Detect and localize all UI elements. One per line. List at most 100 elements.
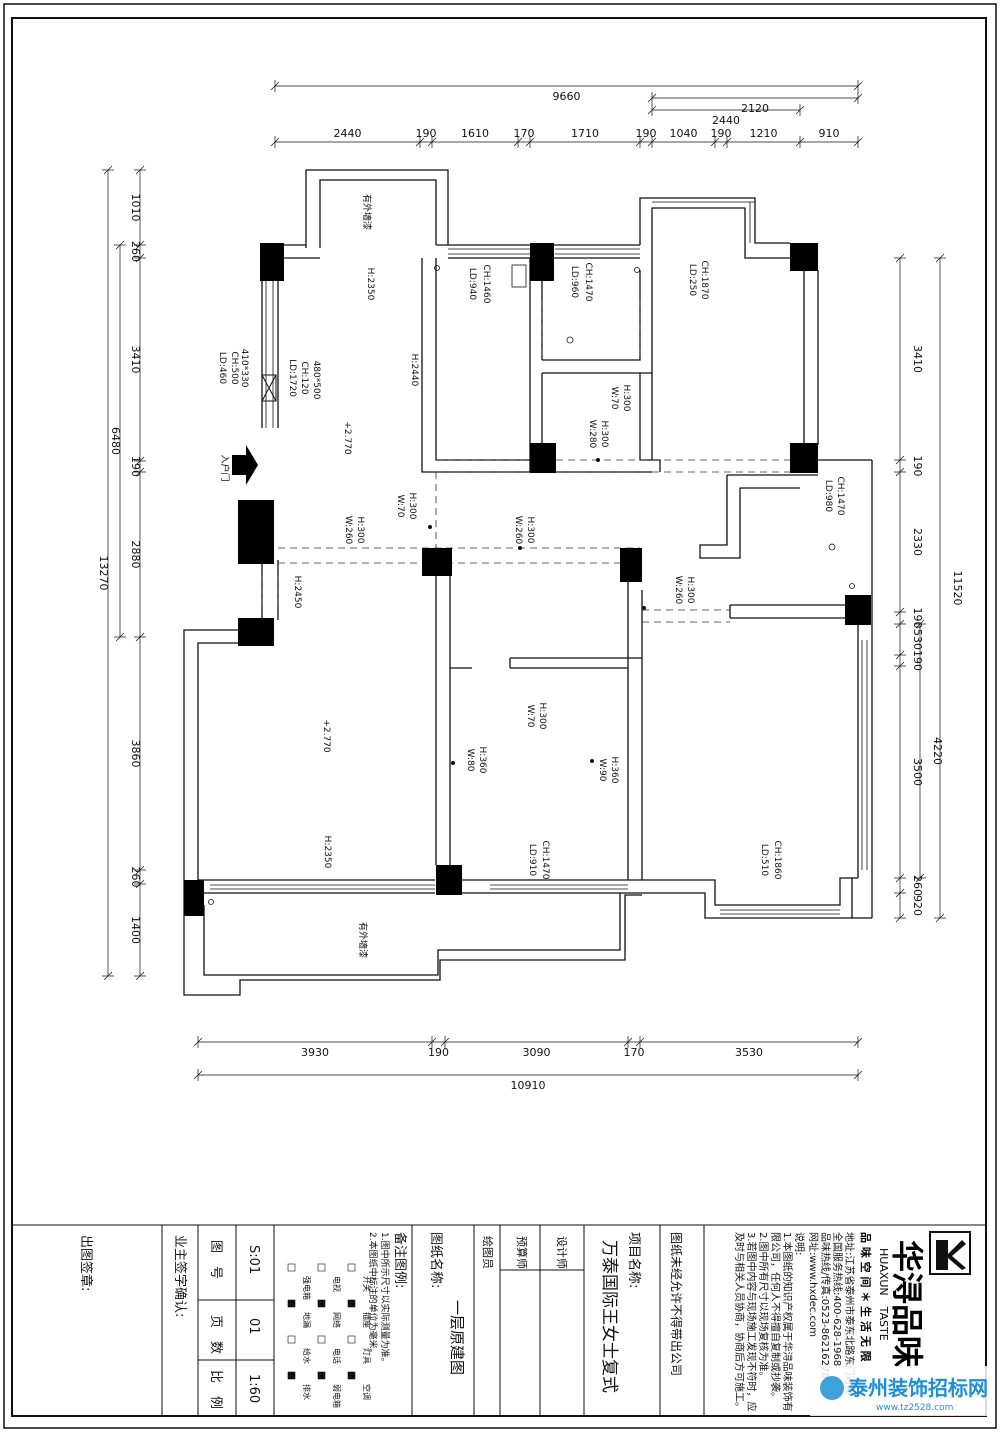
annotation-16: H:300 (621, 385, 631, 412)
annotation-5: LD:940 (467, 268, 477, 300)
page-count-label: 页 数 (208, 1315, 223, 1354)
dim-left-seg-0: 1010 (129, 194, 142, 222)
note-line-4: 及时与相关人员协商，协商后方可施工。 (733, 1232, 746, 1412)
note-line-0: 1.本图纸的知识产权属于华浔品味装饰有 (781, 1232, 794, 1412)
figure-number-value: S:01 (246, 1245, 261, 1274)
dim-left-sub-0: 6480 (109, 427, 122, 455)
company-address: 地址:江苏省泰州市泰东北路东门对面 (843, 1232, 856, 1395)
dim-right-sub-0: 4220 (931, 737, 944, 765)
annotation-39: LD:510 (759, 844, 769, 876)
annotation-15: LD:1720 (287, 359, 297, 397)
brand-logo-icon (929, 1231, 971, 1275)
annotation-9: LD:250 (687, 264, 697, 296)
leader-dot (596, 458, 600, 462)
annotation-22: H:300 (355, 517, 365, 544)
dim-right-seg-5: 190 (911, 650, 924, 671)
dim-top-seg-0: 2440 (334, 127, 362, 140)
legend-item-2: 灯具 (362, 1348, 372, 1364)
annotation-12: LD:460 (217, 352, 227, 384)
annotation-2: H:2450 (292, 576, 302, 609)
legend-symbol-icon (317, 1371, 326, 1380)
legend-item-3: 空调 (362, 1384, 372, 1400)
dimension-lines (102, 80, 946, 1081)
company-website: 网址:www.hxdec.com (807, 1232, 820, 1337)
vent-box-icon (261, 374, 277, 402)
watermark-site-name: 泰州装饰招标网 (847, 1376, 988, 1400)
annotation-10: 410*330 (239, 349, 249, 388)
brand-english: HUAXUN TASTE (877, 1248, 890, 1341)
fixtures (208, 264, 855, 905)
notes-title: 说明: (793, 1232, 806, 1255)
legend-symbol-icon (287, 1371, 296, 1380)
annotation-27: LD:980 (823, 480, 833, 512)
dim-top-total-0: 9660 (553, 90, 581, 103)
dim-bottom-seg-4: 3530 (735, 1046, 763, 1059)
dim-right-seg-6: 3500 (911, 758, 924, 786)
annotation-7: LD:960 (569, 266, 579, 298)
legend-title: 备注图例: (392, 1232, 408, 1288)
dim-right-seg-0: 3410 (911, 345, 924, 373)
leader-dot (642, 606, 646, 610)
balcony-top-label: 有外墙漆 (361, 194, 373, 230)
annotation-20: H:300 (407, 493, 417, 520)
title-block-text: 出图签章: 业主签字确认: 图 号 S:01 页 数 01 比 例 1:60 备… (78, 1232, 926, 1412)
legend-item-6: 电话 (332, 1348, 342, 1364)
legend-item-1: 插座 (362, 1312, 372, 1328)
copyright-notice: 图纸未经允许不得带出公司 (669, 1232, 684, 1376)
watermark-url: www.tz2528.com (876, 1403, 953, 1413)
dim-bottom-total-0: 10910 (511, 1079, 546, 1092)
legend-item-4: 电视 (332, 1276, 342, 1292)
annotation-18: H:300 (599, 421, 609, 448)
title-block (12, 1224, 986, 1416)
annotation-30: H:300 (537, 703, 547, 730)
reviewer-label: 预算师 (515, 1236, 529, 1269)
leader-dot (451, 761, 455, 765)
entrance-arrow-icon (232, 445, 258, 485)
dim-top-seg-4: 1710 (571, 127, 599, 140)
legend-item-11: 排水 (302, 1384, 312, 1400)
brand-slogan: 品 味 空 间 ＊ 生 活 无 限 (859, 1232, 873, 1362)
annotation-8: CH:1870 (699, 261, 709, 300)
annotation-36: CH:1470 (540, 841, 550, 880)
company-fax: 品味热线/传真:0523-86216278 (819, 1232, 832, 1379)
floor-level-bottom: +2.770 (321, 719, 331, 753)
dim-left-seg-6: 260 (129, 867, 142, 888)
dim-top-seg-8: 1210 (750, 127, 778, 140)
annotation-23: W:260 (343, 516, 353, 545)
legend-symbol-icon (287, 1263, 296, 1272)
dim-right-seg-1: 190 (911, 456, 924, 477)
annotation-34: H:360 (609, 757, 619, 784)
annotation-17: W:70 (609, 387, 619, 410)
brand-chinese: 华浔品味 (888, 1240, 926, 1368)
annotation-24: H:300 (525, 517, 535, 544)
annotation-31: W:70 (525, 705, 535, 728)
room-labels: 有外墙漆 有外墙漆 入户门 +2.770 +2.770 (219, 194, 373, 958)
annotation-3: H:2350 (322, 836, 332, 869)
watermark-logo-icon (820, 1376, 844, 1400)
legend-symbol-icon (347, 1263, 356, 1272)
annotation-19: W:280 (587, 420, 597, 449)
legend-item-9: 地漏 (302, 1312, 312, 1328)
project-name: 万泰国际王女士复式 (599, 1240, 619, 1393)
legend-note-2: 2.本图纸中标注的单位为毫米。 (367, 1232, 379, 1358)
dim-top-seg-2: 1610 (461, 127, 489, 140)
dim-left-total-0: 13270 (97, 556, 110, 591)
annotation-11: CH:500 (229, 351, 239, 385)
dim-left-seg-7: 1400 (129, 916, 142, 944)
balcony-bottom-label: 有外墙漆 (357, 922, 369, 958)
annotation-32: H:360 (477, 747, 487, 774)
dim-left-seg-4: 2880 (129, 541, 142, 569)
outer-frame (3, 3, 997, 1429)
page-count-value: 01 (246, 1318, 261, 1335)
note-line-1: 限公司，任何人不得擅自复制或抄袭。 (769, 1232, 782, 1402)
inner-frame (11, 17, 987, 1417)
annotation-21: W:70 (395, 495, 405, 518)
figure-number-label: 图 号 (208, 1240, 223, 1279)
legend-symbol-icon (347, 1335, 356, 1344)
walls (183, 169, 873, 996)
drawing-name-label: 图纸名称: (428, 1232, 444, 1288)
legend-item-0: 开关 (362, 1276, 372, 1292)
